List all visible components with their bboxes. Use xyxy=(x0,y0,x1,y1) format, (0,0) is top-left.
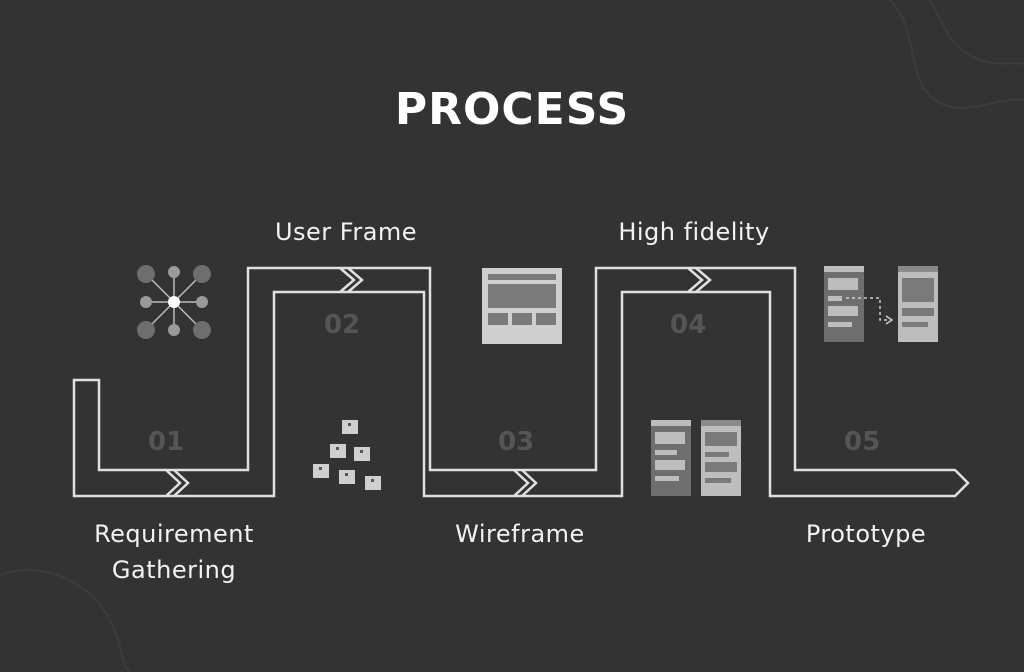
step-label-user-frame: User Frame xyxy=(274,218,418,246)
chevron-marker-2 xyxy=(339,267,364,293)
step-label-line-2: Gathering xyxy=(111,556,237,584)
step-label-high-fidelity: High fidelity xyxy=(618,218,770,246)
step-number-03: 03 xyxy=(498,427,534,457)
process-path-outer xyxy=(72,266,970,498)
screens-flow-icon xyxy=(824,266,938,342)
step-number-04: 04 xyxy=(670,310,706,340)
step-label-wireframe: Wireframe xyxy=(455,520,585,548)
sticky-notes-icon xyxy=(313,420,381,490)
chevron-marker-3 xyxy=(513,469,538,497)
step-label-requirement-gathering: Requirement Gathering xyxy=(74,516,274,588)
step-number-01: 01 xyxy=(148,427,184,457)
step-number-02: 02 xyxy=(324,310,360,340)
page-title: PROCESS xyxy=(394,84,630,135)
wireframe-layout-icon xyxy=(482,268,562,344)
decorative-curve-top-right-2 xyxy=(929,0,1024,65)
decorative-curve-bottom-left xyxy=(0,569,131,672)
chevron-marker-4 xyxy=(687,267,712,293)
network-nodes-icon xyxy=(137,265,211,339)
step-label-line-1: Requirement xyxy=(94,520,254,548)
step-label-prototype: Prototype xyxy=(805,520,927,548)
chevron-marker-1 xyxy=(165,469,190,497)
screens-icon xyxy=(651,420,741,496)
step-number-05: 05 xyxy=(844,427,880,457)
decorative-curve-top-right xyxy=(889,0,1024,109)
